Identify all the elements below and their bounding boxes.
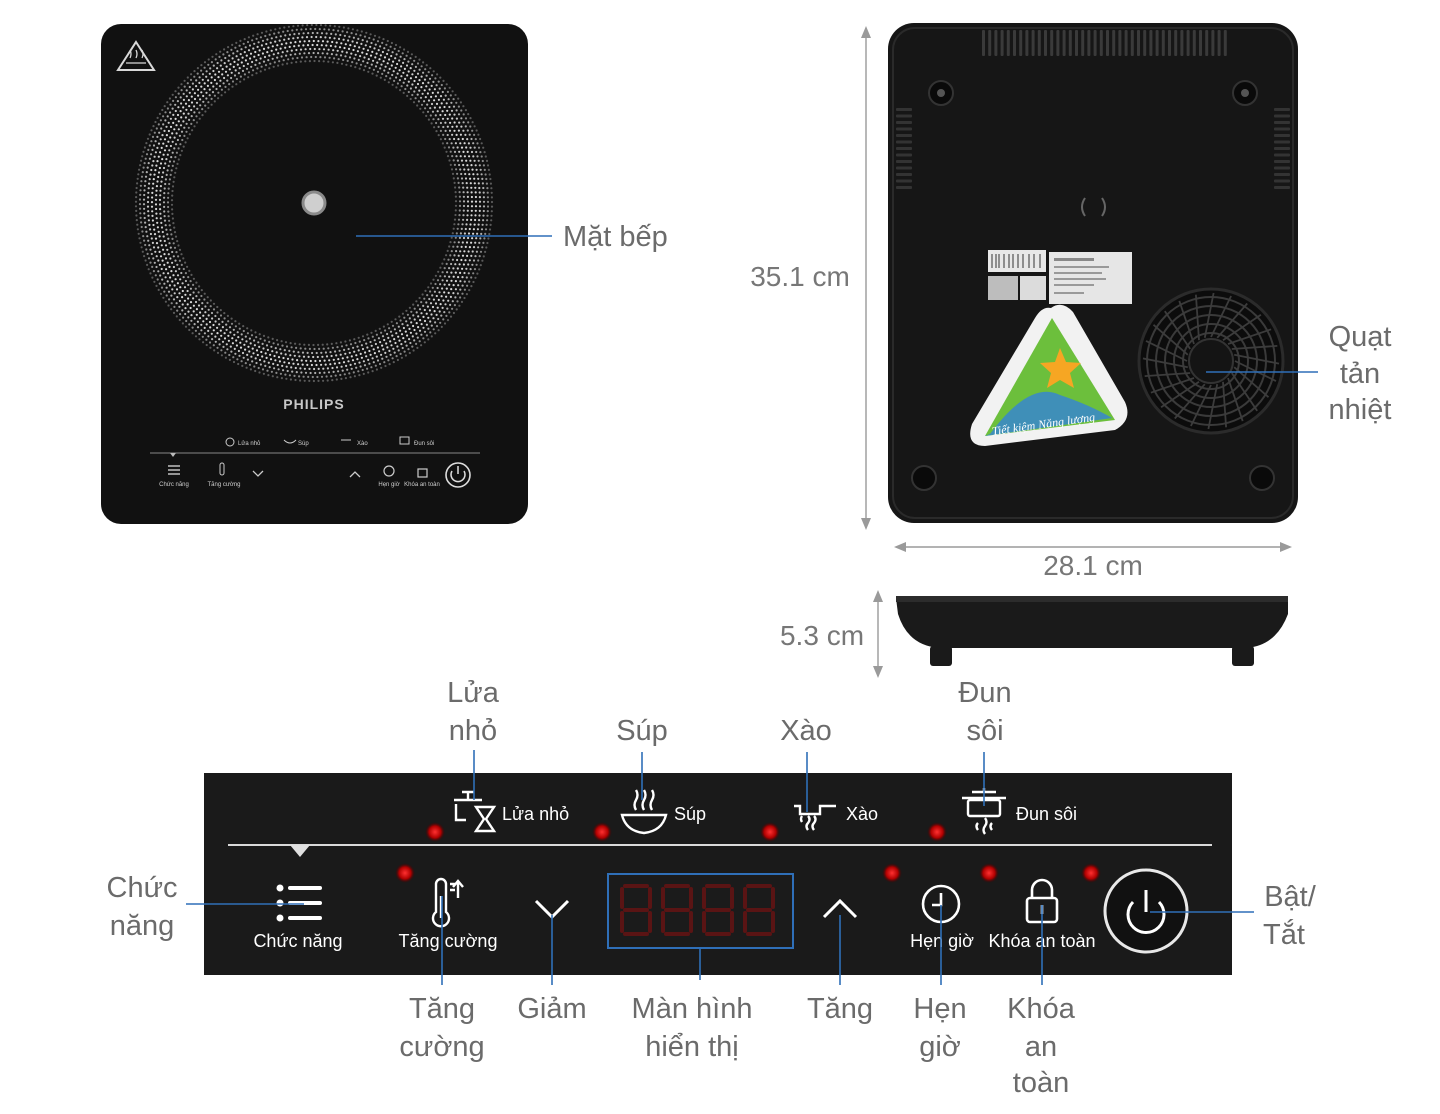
- height-dimension: [861, 26, 871, 530]
- mini-mode-soup: Súp: [298, 441, 309, 447]
- callout-decrease: Giảm: [517, 993, 586, 1025]
- brand-logo: PHILIPS: [283, 396, 344, 412]
- callout-power-1: Bật/: [1264, 881, 1317, 913]
- panel-leaders: [186, 750, 1254, 985]
- cooktop-bottom-view: Tiết kiệm Năng lượng: [888, 23, 1318, 523]
- boost-button-label: Tăng cường: [399, 931, 498, 951]
- soup-icon: [620, 789, 668, 835]
- thermometer-icon: [431, 877, 464, 928]
- cooling-fan: [1137, 287, 1285, 435]
- soup-label: Súp: [674, 804, 706, 824]
- stir-fry-label: Xào: [846, 804, 878, 824]
- fan-label-3: nhiệt: [1329, 394, 1392, 426]
- callout-boost-1: Tăng: [409, 993, 475, 1025]
- function-button-label: Chức năng: [253, 931, 342, 951]
- callout-timer-1: Hẹn: [913, 993, 966, 1025]
- power-button[interactable]: [1103, 868, 1189, 954]
- mini-key-boost: Tăng cường: [208, 482, 241, 488]
- barcode-label: [988, 250, 1046, 272]
- function-button[interactable]: Chức năng: [253, 884, 343, 952]
- callout-stir-fry: Xào: [780, 715, 832, 747]
- mini-key-lock: Khóa an toàn: [404, 482, 440, 488]
- mode-low-heat-button[interactable]: Lửa nhỏ: [454, 790, 569, 833]
- indicator-leds: [395, 822, 1101, 883]
- energy-saving-sticker: Tiết kiệm Năng lượng: [970, 304, 1128, 446]
- cooktop-side-view: [896, 596, 1288, 666]
- depth-dimension: [873, 590, 883, 678]
- feet: [911, 80, 1275, 491]
- callout-function-1: Chức: [107, 872, 178, 904]
- increase-button[interactable]: [822, 898, 858, 919]
- callout-low-heat-2: nhỏ: [449, 715, 497, 747]
- callout-lock-2: an: [1025, 1031, 1057, 1063]
- boil-label: Đun sôi: [1016, 804, 1077, 824]
- mini-key-row: Chức năng Tăng cường Hẹn giờ Khóa an toà…: [159, 462, 471, 488]
- low-heat-icon: [454, 790, 497, 833]
- timer-button-label: Hẹn giờ: [910, 931, 974, 951]
- callout-soup: Súp: [616, 715, 668, 747]
- mode-soup-button[interactable]: Súp: [620, 789, 706, 835]
- callout-timer-2: giờ: [919, 1031, 961, 1063]
- display-screen: [607, 873, 794, 949]
- temperature-sensor: [301, 190, 327, 216]
- callout-boil-2: sôi: [966, 715, 1003, 747]
- boost-button[interactable]: Tăng cường: [399, 877, 498, 951]
- mini-key-function: Chức năng: [159, 482, 189, 488]
- chevron-up-icon: [822, 898, 858, 919]
- callout-low-heat-1: Lửa: [447, 677, 500, 709]
- right-vents: [1274, 108, 1290, 189]
- cooktop-top-view: PHILIPS Lửa nhỏ Súp Xào Đun sôi Chức năn…: [101, 23, 552, 524]
- mode-stir-fry-button[interactable]: Xào: [794, 804, 878, 831]
- mini-mode-row: Lửa nhỏ Súp Xào Đun sôi: [225, 436, 434, 447]
- fan-label-2: tản: [1340, 358, 1380, 390]
- heating-zone-ring: [134, 23, 494, 383]
- mini-mode-boil: Đun sôi: [414, 441, 434, 447]
- stir-fry-icon: [794, 804, 836, 831]
- mini-mode-low: Lửa nhỏ: [238, 440, 261, 447]
- callout-display-1: Màn hình: [632, 993, 753, 1025]
- left-vents: [896, 108, 912, 189]
- callout-lock-3: toàn: [1013, 1067, 1069, 1099]
- depth-value: 5.3 cm: [780, 620, 864, 651]
- callout-lock-1: Khóa: [1007, 993, 1076, 1025]
- surface-label: Mặt bếp: [563, 221, 668, 253]
- callout-function-2: năng: [110, 910, 175, 942]
- height-value: 35.1 cm: [750, 261, 850, 292]
- callout-display-2: hiển thị: [645, 1031, 739, 1063]
- callout-power-2: Tắt: [1263, 918, 1305, 951]
- low-heat-label: Lửa nhỏ: [502, 804, 569, 824]
- hot-surface-warning-icon: [116, 40, 156, 71]
- width-value: 28.1 cm: [1043, 550, 1143, 581]
- fan-label-1: Quạt: [1329, 321, 1392, 353]
- control-panel: Lửa nhỏ Súp Xào Đun sôi: [204, 773, 1232, 975]
- display-digits: [620, 884, 775, 936]
- width-dimension: [894, 542, 1292, 552]
- callout-increase: Tăng: [807, 993, 873, 1025]
- mini-key-timer: Hẹn giờ: [378, 482, 399, 488]
- mini-mode-stir: Xào: [357, 441, 368, 447]
- callout-boost-2: cường: [399, 1031, 484, 1063]
- callout-boil-1: Đun: [958, 677, 1011, 709]
- top-vents: [982, 30, 1227, 56]
